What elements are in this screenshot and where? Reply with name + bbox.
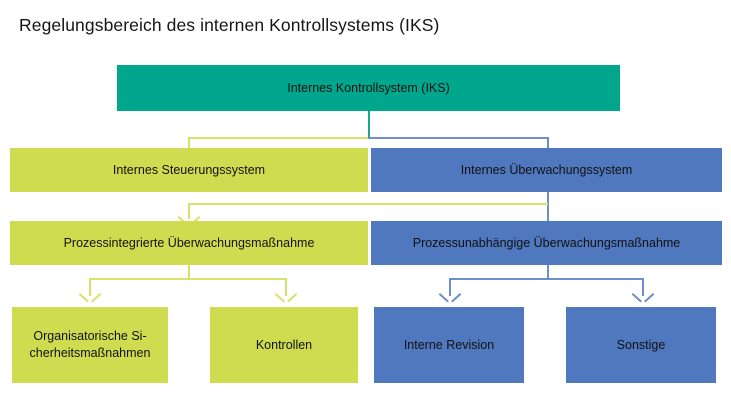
- node-interne-revision[interactable]: Interne Revision: [374, 307, 524, 383]
- connector-prozessunabh-to-sonstige: [642, 278, 644, 296]
- node-prozessintegrierte-ueberwachungsmassnahme-label: Prozessintegrierte Überwachungsmaßnahme: [63, 235, 315, 250]
- connector-ueberwachung-to-prozessintegr-horizontal: [188, 203, 548, 205]
- connector-ueberwachung-to-prozessintegr-vertical: [188, 203, 190, 219]
- connector-iks-stem: [368, 110, 370, 138]
- node-kontrollen[interactable]: Kontrollen: [210, 307, 358, 383]
- node-sonstige[interactable]: Sonstige: [566, 307, 716, 383]
- node-internes-steuerungssystem[interactable]: Internes Steuerungssystem: [10, 148, 368, 192]
- node-prozessintegrierte-ueberwachungsmassnahme[interactable]: Prozessintegrierte Überwachungsmaßnahme: [10, 221, 368, 265]
- node-internes-ueberwachungssystem[interactable]: Internes Überwachungssystem: [371, 148, 722, 192]
- arrowhead-revision: [438, 293, 462, 304]
- node-kontrollen-label: Kontrollen: [255, 337, 313, 352]
- node-sonstige-label: Sonstige: [616, 337, 666, 352]
- arrowhead-kontrollen: [274, 293, 298, 304]
- connector-iks-to-steuerung-horizontal: [188, 137, 369, 139]
- connector-iks-to-ueberwachung-vertical: [547, 137, 549, 153]
- arrowhead-organisatorisch: [78, 293, 102, 304]
- connector-prozessunabh-bus: [449, 278, 643, 280]
- connector-prozessunabh-stem: [547, 265, 549, 279]
- node-internes-steuerungssystem-label: Internes Steuerungssystem: [112, 162, 266, 177]
- connector-prozessunabh-to-revision: [449, 278, 451, 296]
- node-prozessunabhaengige-ueberwachungsmassnahme-label: Prozessunabhängige Überwachungsmaßnahme: [412, 235, 681, 250]
- connector-prozessintegr-stem: [188, 265, 190, 279]
- arrowhead-sonstige: [631, 293, 655, 304]
- node-internes-kontrollsystem[interactable]: Internes Kontrollsystem (IKS): [117, 65, 620, 111]
- node-organisatorische-sicherheitsmassnahmen[interactable]: Organisatorische Si- cherheitsmaßnahmen: [12, 307, 168, 383]
- connector-iks-to-ueberwachung-horizontal: [368, 137, 549, 139]
- node-internes-kontrollsystem-label: Internes Kontrollsystem (IKS): [287, 80, 450, 95]
- connector-iks-to-steuerung-vertical: [188, 137, 190, 153]
- node-organisatorische-sicherheitsmassnahmen-label: Organisatorische Si- cherheitsmaßnahmen: [29, 329, 151, 360]
- node-prozessunabhaengige-ueberwachungsmassnahme[interactable]: Prozessunabhängige Überwachungsmaßnahme: [371, 221, 722, 265]
- connector-prozessintegr-bus: [89, 278, 286, 280]
- connector-prozessintegr-to-kontrollen: [285, 278, 287, 296]
- node-internes-ueberwachungssystem-label: Internes Überwachungssystem: [460, 162, 633, 177]
- page-title: Regelungsbereich des internen Kontrollsy…: [19, 15, 440, 35]
- connector-prozessintegr-to-organisatorisch: [89, 278, 91, 296]
- node-interne-revision-label: Interne Revision: [403, 337, 495, 352]
